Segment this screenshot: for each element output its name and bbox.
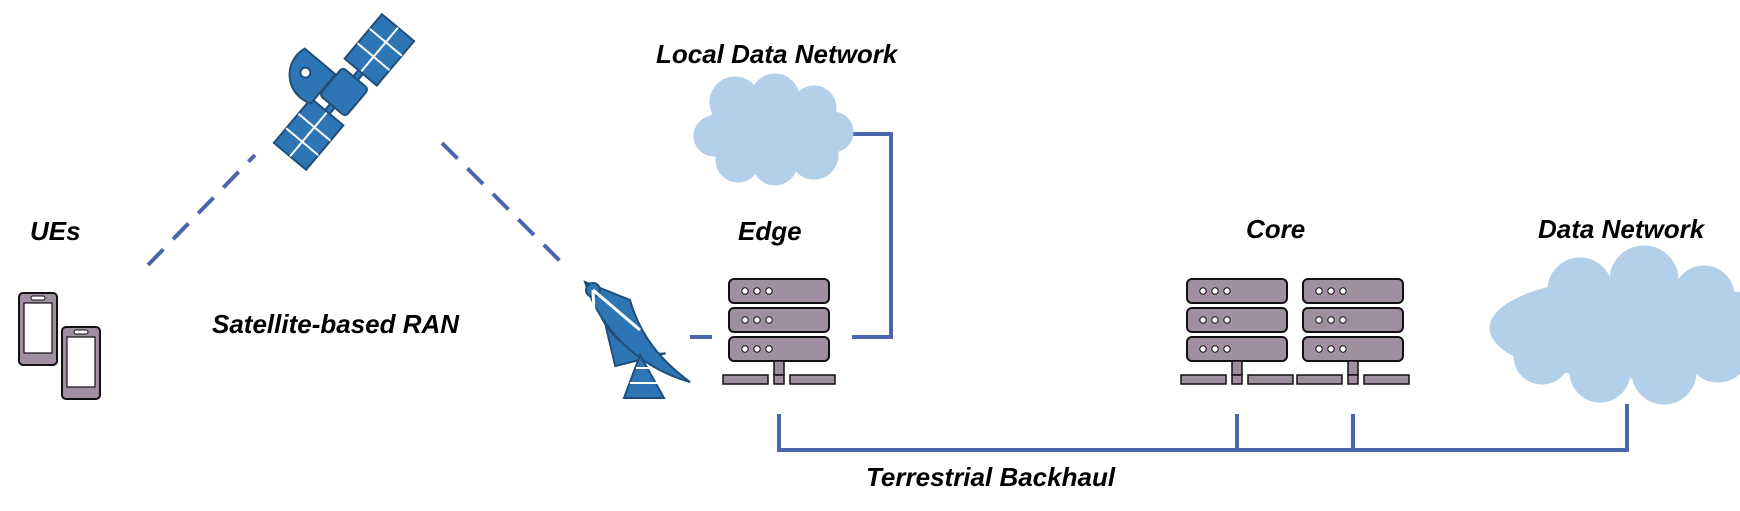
ue-devices (18, 292, 101, 400)
terrestrial-backhaul-link (777, 414, 1353, 452)
smartphone-icon (61, 326, 101, 400)
local-data-network-label: Local Data Network (656, 39, 899, 69)
edge-label: Edge (738, 216, 802, 246)
wired-links (777, 132, 1629, 452)
data-network-label: Data Network (1538, 214, 1706, 244)
local-data-network-cloud-icon (693, 73, 854, 186)
ue-satellite-link (146, 153, 257, 267)
smartphone-icon (18, 292, 58, 366)
ues-label: UEs (30, 216, 81, 246)
terrestrial-backhaul-label: Terrestrial Backhaul (866, 462, 1116, 492)
satellite-icon (272, 12, 416, 172)
radio-links (146, 141, 720, 339)
core-label: Core (1246, 214, 1305, 244)
edge-server-icon (723, 279, 835, 384)
core-b-dn-link (1351, 404, 1629, 452)
data-network-cloud-icon (1489, 245, 1740, 405)
satellite-dish-icon (583, 280, 691, 399)
edge-local-dn-link (852, 132, 893, 339)
core-server-icon (1181, 279, 1293, 384)
satellite-dish-link (440, 141, 569, 270)
satellite-ran-label: Satellite-based RAN (212, 309, 460, 339)
core-server-icon (1297, 279, 1409, 384)
